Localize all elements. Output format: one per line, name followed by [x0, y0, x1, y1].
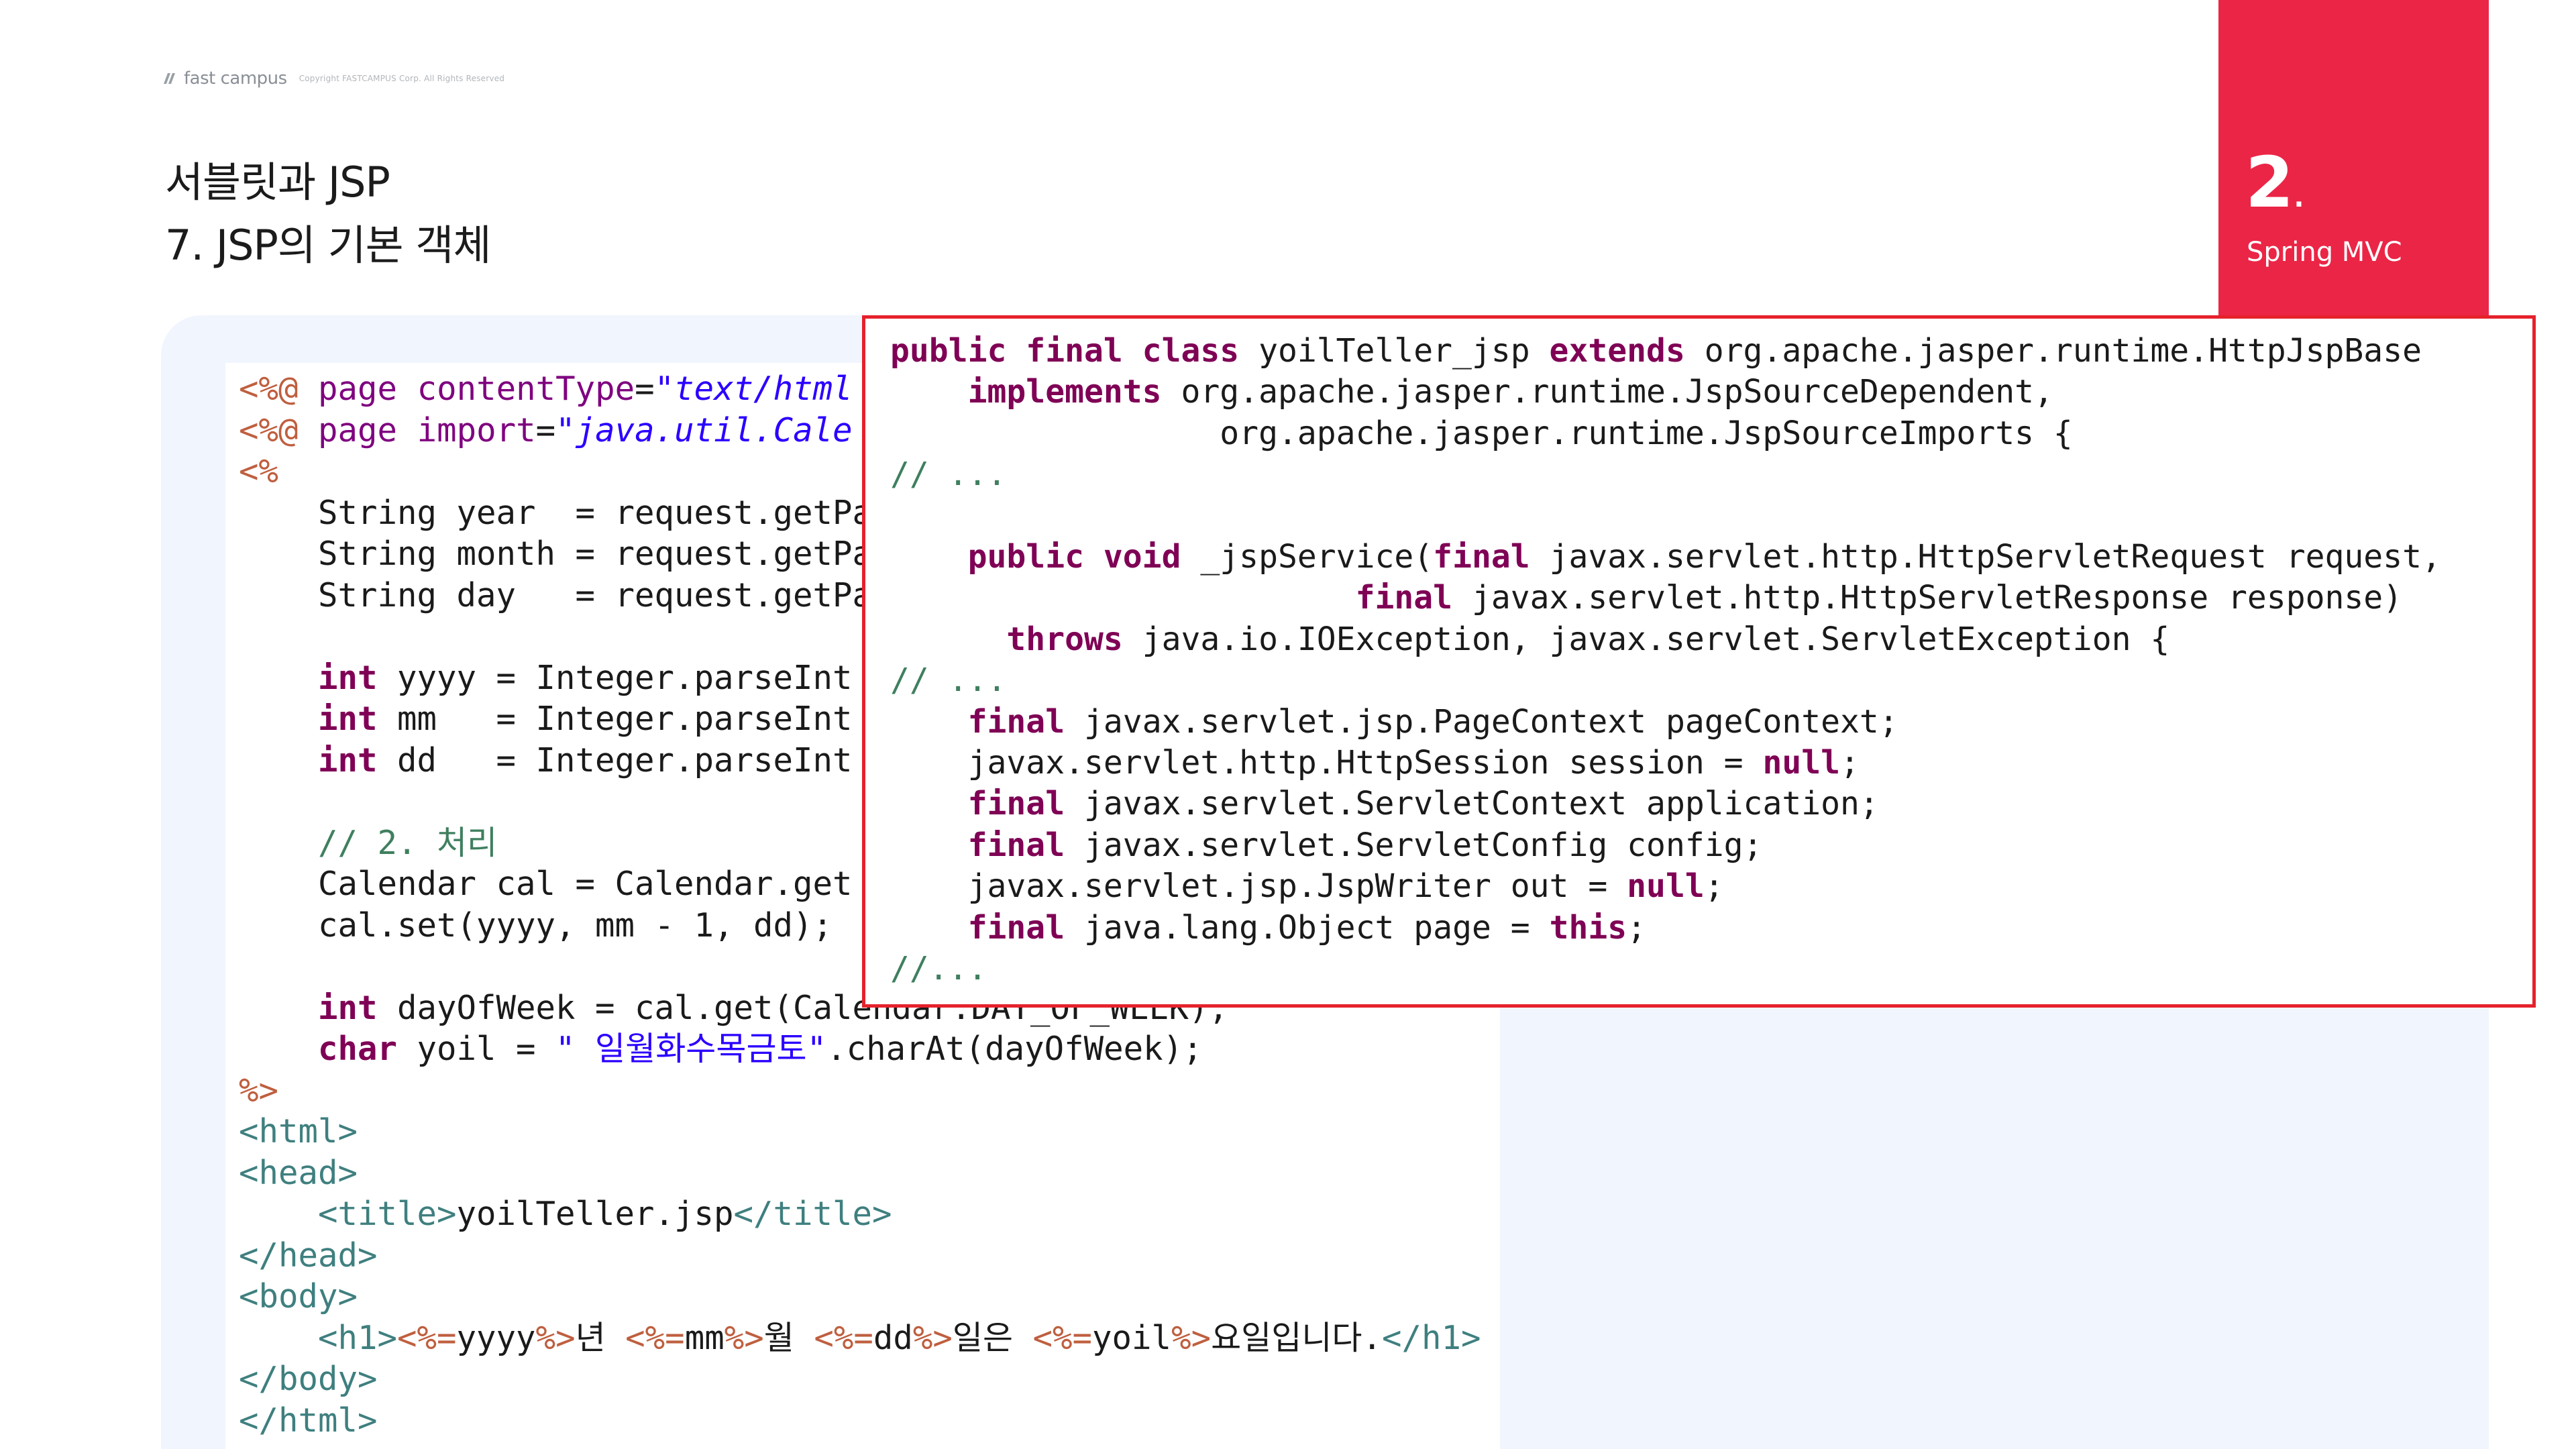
brand-bar: fast campus Copyright FASTCAMPUS Corp. A… [161, 67, 504, 90]
section-name: Spring MVC [2247, 237, 2402, 268]
title-line-2: 7. JSP의 기본 객체 [165, 221, 492, 270]
page-title: 서블릿과 JSP 7. JSP의 기본 객체 [165, 151, 492, 277]
jsp-code-listing: <%@ page contentType="text/html <%@ page… [239, 370, 1481, 1440]
brand-name: fast campus [184, 68, 287, 89]
generated-servlet-code: public final class yoilTeller_jsp extend… [890, 332, 2441, 988]
fastcampus-logo-icon [164, 73, 175, 84]
title-line-1: 서블릿과 JSP [165, 158, 390, 207]
section-tab: 2. Spring MVC [2218, 0, 2489, 319]
generated-servlet-callout: public final class yoilTeller_jsp extend… [862, 315, 2536, 1008]
copyright-notice: Copyright FASTCAMPUS Corp. All Rights Re… [299, 74, 505, 83]
section-number: 2. [2245, 142, 2304, 223]
section-number-dot: . [2294, 182, 2304, 213]
brand-logo: fast campus [161, 68, 287, 89]
